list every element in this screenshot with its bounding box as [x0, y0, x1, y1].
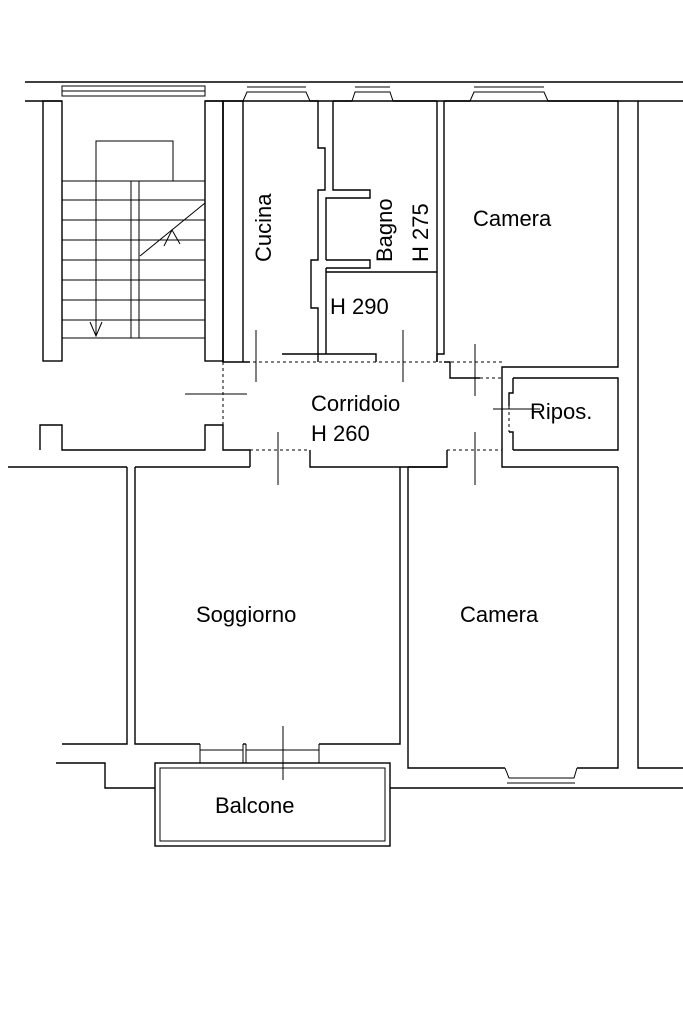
label-camera-top: Camera [473, 206, 552, 231]
label-balcone: Balcone [215, 793, 295, 818]
lower-left-walls [8, 466, 155, 789]
window-soggiorno [199, 744, 320, 763]
label-corridoio: Corridoio [311, 391, 400, 416]
balcone-outline [154, 762, 391, 847]
label-soggiorno: Soggiorno [196, 602, 296, 627]
label-bagno: Bagno [372, 198, 397, 262]
door-swings [185, 330, 540, 780]
window-stair [61, 85, 206, 97]
soggiorno-walls [134, 466, 401, 745]
window-bagno [351, 86, 394, 102]
camera-bottom-walls [390, 466, 683, 789]
label-ripostiglio: Ripos. [530, 399, 592, 424]
bagno-walls [282, 100, 438, 362]
camera-top-walls [436, 100, 619, 379]
stair-down-arrow-icon [89, 181, 103, 338]
label-cucina: Cucina [251, 193, 276, 262]
stairwell [42, 100, 224, 362]
stair-up-arrow-icon [139, 202, 206, 257]
label-camera-bottom: Camera [460, 602, 539, 627]
label-disimpegno-height: H 290 [330, 294, 389, 319]
corridoio-walls [39, 361, 618, 468]
label-bagno-height: H 275 [408, 203, 433, 262]
label-corridoio-height: H 260 [311, 421, 370, 446]
window-camera-bottom [504, 767, 578, 784]
right-exterior-wall [637, 101, 683, 769]
ripostiglio-walls [501, 377, 619, 451]
window-cucina [242, 86, 311, 102]
window-camera-top [469, 86, 549, 102]
